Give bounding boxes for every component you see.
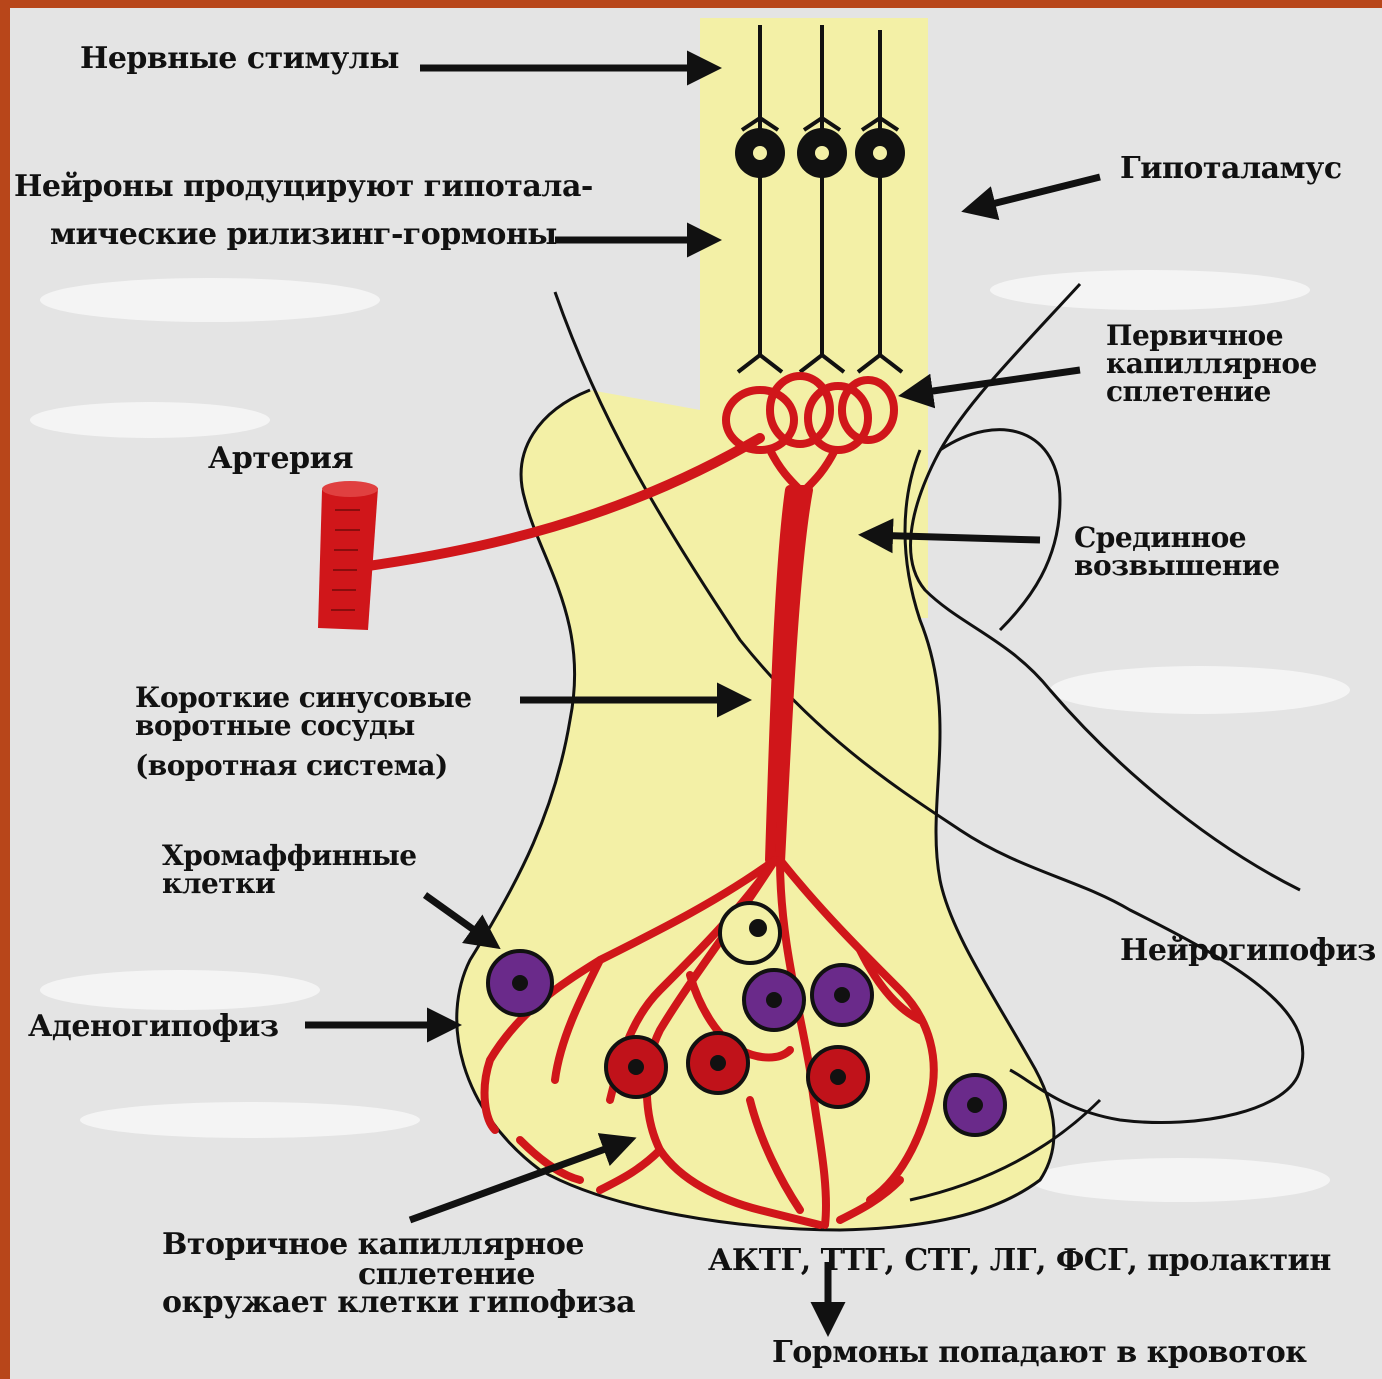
label-nerve-stimuli: Нервные стимулы [80, 44, 399, 74]
red-cell [808, 1047, 868, 1107]
label-portal-line1: Короткие синусовые [135, 684, 472, 711]
purple-cell [744, 970, 804, 1030]
label-primary-plexus-line3: сплетение [1106, 378, 1271, 405]
chromaffin-cell [720, 903, 780, 963]
label-adenohypophysis: Аденогипофиз [28, 1012, 279, 1042]
artery-segment [318, 481, 378, 630]
arrow-chromaffin [425, 895, 495, 945]
label-portal-line3: (воротная система) [135, 752, 448, 779]
purple-cell [488, 951, 552, 1015]
label-secondary-line3: окружает клетки гипофиза [162, 1288, 635, 1318]
label-median-eminence-line1: Срединное [1074, 524, 1246, 551]
neuron-cell-bodies [735, 128, 905, 178]
label-artery: Артерия [208, 444, 353, 474]
median-eminence-outline [940, 430, 1060, 630]
label-median-eminence-line2: возвышение [1074, 552, 1280, 579]
label-primary-plexus-line1: Первичное [1106, 322, 1283, 349]
label-chromaffin-line1: Хромаффинные [162, 842, 417, 869]
label-neurons-line2: мические рилизинг-гормоны [50, 220, 557, 250]
arrow-median-eminence [865, 535, 1040, 540]
purple-cell [812, 965, 872, 1025]
red-cell [688, 1033, 748, 1093]
arrow-primary-plexus [905, 370, 1080, 395]
red-cell [606, 1037, 666, 1097]
label-hormones-blood: Гормоны попадают в кровоток [772, 1338, 1306, 1368]
label-neurons-line1: Нейроны продуцируют гипотала- [14, 172, 593, 202]
label-secondary-line1: Вторичное капиллярное [162, 1230, 584, 1260]
purple-cell [945, 1075, 1005, 1135]
label-hormones-list: АКТГ, ТТГ, СТГ, ЛГ, ФСГ, пролактин [708, 1246, 1331, 1276]
label-portal-line2: воротные сосуды [135, 712, 415, 739]
label-hypothalamus: Гипоталамус [1120, 154, 1342, 184]
label-neurohypophysis: Нейрогипофиз [1120, 936, 1376, 966]
arrow-hypothalamus [968, 177, 1100, 210]
label-chromaffin-line2: клетки [162, 870, 275, 897]
label-primary-plexus-line2: капиллярное [1106, 350, 1317, 377]
